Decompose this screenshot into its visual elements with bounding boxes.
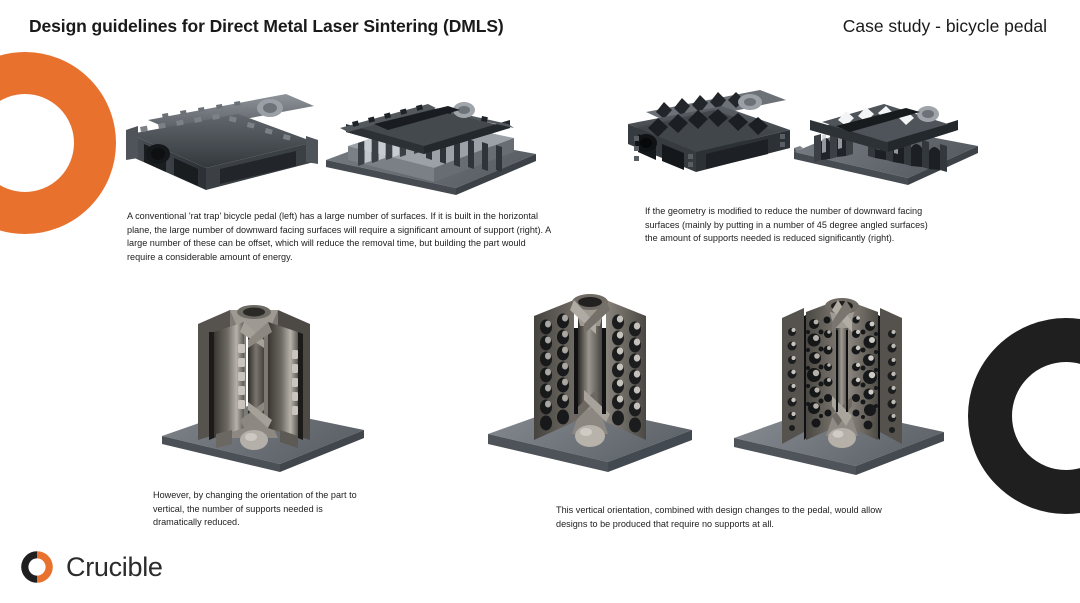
figure-pedal-vertical-orientation [152,288,377,473]
crucible-logo-mark-icon [18,548,56,586]
crucible-logo: Crucible [18,548,163,586]
orange-ring-decoration [0,52,116,234]
caption-conventional-pedal: A conventional 'rat trap' bicycle pedal … [127,211,551,262]
crucible-wordmark: Crucible [66,551,163,582]
figure-modified-pedal-with-reduced-supports [788,72,983,187]
caption-vertical-orientation: However, by changing the orientation of … [153,490,357,528]
figure-rat-trap-pedal-horizontal-with-supports [318,72,543,197]
page-title: Design guidelines for Direct Metal Laser… [29,16,504,36]
figure-redesigned-pedal-oval-lattice [478,282,703,477]
figure-rat-trap-pedal-horizontal-no-supports [118,72,328,197]
figure-redesigned-pedal-circular-voronoi [728,282,953,477]
black-ring-decoration [968,318,1080,514]
caption-no-supports: This vertical orientation, combined with… [556,505,882,529]
caption-modified-geometry: If the geometry is modified to reduce th… [645,206,928,244]
figure-modified-pedal-45-degree-surfaces [618,72,803,187]
page-subtitle: Case study - bicycle pedal [842,16,1047,36]
